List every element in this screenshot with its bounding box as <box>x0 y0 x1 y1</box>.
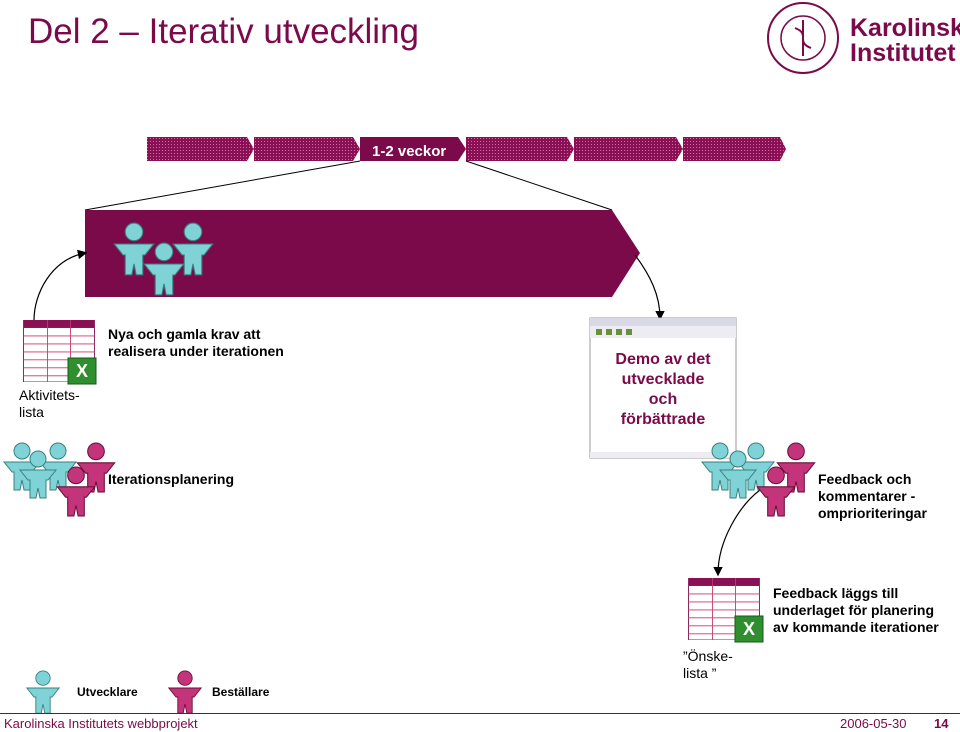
new-requirements-line: Nya och gamla krav att <box>108 326 261 342</box>
timeline-segment <box>574 137 683 161</box>
demo-label: Demo av det utvecklade och förbättrade <box>598 350 728 430</box>
zoom-line-left <box>84 160 361 211</box>
page-number: 14 <box>934 716 949 731</box>
legend-customer-icon <box>168 670 202 714</box>
ki-seal-logo <box>767 2 839 74</box>
wishlist-label: ”Önske- lista ” <box>683 648 733 682</box>
timeline-segment <box>254 137 360 161</box>
footer-divider <box>0 713 960 714</box>
feedback-label-line: omprioriteringar <box>818 505 927 521</box>
feedback-basis-line: Feedback läggs till <box>773 585 899 601</box>
excel-icon <box>734 615 764 643</box>
svg-text:X: X <box>743 619 755 639</box>
timeline-segments <box>147 137 786 161</box>
timeline-segment <box>683 137 786 161</box>
feedback-label-line: Feedback och <box>818 471 912 487</box>
activity-list-label-line: lista <box>19 404 44 420</box>
new-requirements-label: Nya och gamla krav att realisera under i… <box>108 326 284 360</box>
footer-project-name: Karolinska Institutets webbprojekt <box>4 716 198 731</box>
feedback-team-icons <box>701 442 816 517</box>
iteration-planning-label: Iterationsplanering <box>108 471 235 487</box>
arrow-to-chevron <box>33 249 88 321</box>
svg-text:X: X <box>76 361 88 381</box>
feedback-label: Feedback och kommentarer - omprioriterin… <box>818 471 927 522</box>
timeline-segment <box>466 137 574 161</box>
legend-developer-label: Utvecklare <box>77 685 138 699</box>
excel-icon <box>67 357 97 385</box>
feedback-basis-label: Feedback läggs till underlaget för plane… <box>773 585 939 636</box>
slide-title: Del 2 – Iterativ utveckling <box>28 12 420 51</box>
demo-label-line: och <box>648 391 678 408</box>
wishlist-label-line: ”Önske- <box>683 648 733 664</box>
demo-label-line: utvecklade <box>621 371 705 388</box>
legend-developer-icon <box>26 670 60 714</box>
planning-team-icons <box>3 442 116 517</box>
arrow-to-demo <box>634 254 665 321</box>
timeline-segment <box>147 137 254 161</box>
iteration-chevron <box>85 210 640 297</box>
activity-list-sheet: X <box>23 320 97 385</box>
wishlist-label-line: lista ” <box>683 665 717 681</box>
demo-label-line: förbättrade <box>620 411 706 428</box>
logo-line-1: Karolinska <box>850 14 960 42</box>
activity-list-label: Aktivitets- lista <box>19 387 80 421</box>
timeline-segment-highlight <box>360 137 466 161</box>
feedback-label-line: kommentarer - <box>818 488 916 504</box>
footer-date: 2006-05-30 <box>840 716 907 731</box>
legend-customer-label: Beställare <box>212 685 270 699</box>
activity-list-label-line: Aktivitets- <box>19 387 80 403</box>
feedback-basis-line: underlaget för planering <box>773 602 935 618</box>
arrow-to-wishlist <box>713 489 761 577</box>
ki-wordmark: Karolinska Institutet <box>850 16 960 66</box>
logo-line-2: Institutet <box>850 39 956 67</box>
feedback-basis-line: av kommande iterationer <box>773 619 939 635</box>
zoom-line-right <box>465 160 613 211</box>
new-requirements-line: realisera under iterationen <box>108 343 284 359</box>
demo-browser-window <box>589 317 737 459</box>
timeline-label: 1-2 veckor <box>372 143 447 160</box>
wishlist-sheet: X <box>688 578 764 643</box>
demo-label-line: Demo av det <box>615 351 711 368</box>
